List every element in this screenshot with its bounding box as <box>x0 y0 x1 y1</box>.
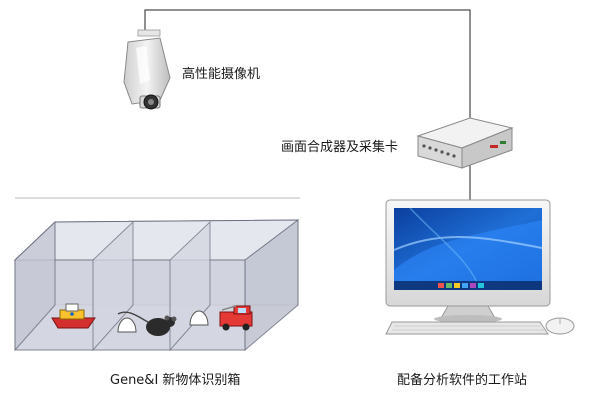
pc-mouse-icon <box>545 317 575 335</box>
keyboard-icon <box>385 321 549 335</box>
camera-icon <box>123 29 171 110</box>
recognition-box-label: Gene&I 新物体识别箱 <box>110 373 241 388</box>
toy-truck-icon <box>219 305 253 331</box>
monitor-icon <box>385 199 551 323</box>
capture-card-label: 画面合成器及采集卡 <box>281 140 399 155</box>
camera-label: 高性能摄像机 <box>182 67 261 82</box>
box-side-left <box>14 220 56 352</box>
connection-wires <box>15 9 471 202</box>
mouse-icon <box>117 311 177 336</box>
toy-boat-icon <box>51 303 96 329</box>
wire-camera-to-mixer <box>144 9 471 130</box>
capture-card-icon <box>416 117 514 169</box>
workstation-label: 配备分析软件的工作站 <box>397 373 528 388</box>
